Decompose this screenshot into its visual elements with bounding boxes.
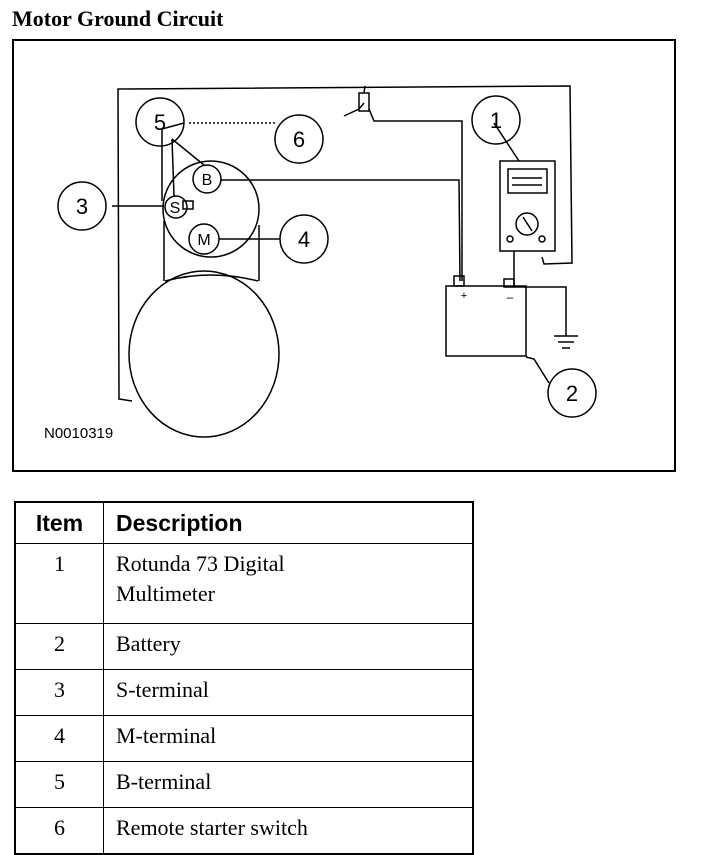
m-terminal-letter: M — [197, 232, 210, 249]
b-terminal-letter: B — [202, 172, 213, 189]
starter-motor-body — [128, 270, 280, 438]
switch-button — [363, 85, 366, 94]
table-cell-description: S-terminal — [103, 669, 474, 716]
switch-to-battery-wire — [368, 108, 463, 281]
table-row: 1 Rotunda 73 Digital Multimeter — [14, 543, 474, 624]
table-row: 3 S-terminal — [14, 669, 474, 716]
s-terminal-connector — [182, 200, 194, 210]
starter-solenoid — [162, 160, 260, 258]
switch-lead — [343, 102, 365, 117]
battery-negative-post — [503, 278, 515, 288]
multimeter-display — [507, 168, 548, 194]
leader-5 — [171, 138, 175, 197]
callout-1 — [471, 95, 521, 145]
table-row: 6 Remote starter switch — [14, 807, 474, 855]
table-cell-item: 3 — [14, 669, 104, 716]
callout-3 — [57, 181, 107, 231]
callout-2-number: 2 — [566, 381, 578, 406]
table-cell-item: 1 — [14, 543, 104, 624]
battery-positive-sign: + — [461, 290, 467, 302]
callout-5-number: 5 — [154, 110, 166, 135]
table-cell-item: 2 — [14, 623, 104, 670]
legend-header-item: Item — [14, 501, 104, 544]
table-row: 2 Battery — [14, 623, 474, 670]
legend-header-description: Description — [103, 501, 474, 544]
wiring-diagram: B S M + – 5 3 6 4 1 2 — [57, 85, 597, 438]
s-terminal-letter: S — [170, 200, 181, 217]
callout-3-number: 3 — [76, 194, 88, 219]
legend-header-row: Item Description — [14, 501, 474, 544]
ground-wire — [514, 286, 567, 336]
callout-2 — [547, 368, 597, 418]
table-cell-description: Battery — [103, 623, 474, 670]
diagram-frame: B S M + – 5 3 6 4 1 2 N0010319 — [12, 39, 676, 472]
b-terminal — [192, 164, 222, 194]
leader-2 — [525, 356, 550, 384]
callout-6 — [274, 114, 324, 164]
table-row: 4 M-terminal — [14, 715, 474, 762]
table-cell-item: 6 — [14, 807, 104, 855]
callout-5 — [135, 97, 185, 147]
b-to-battery-wire — [221, 179, 461, 282]
solenoid-neck — [164, 274, 259, 282]
s-terminal — [164, 195, 188, 219]
callout-6-number: 6 — [293, 127, 305, 152]
multimeter-dial-pointer — [522, 216, 533, 232]
multimeter — [499, 160, 556, 252]
battery-positive-post — [453, 275, 465, 287]
table-row: 5 B-terminal — [14, 761, 474, 808]
switch-lead-s — [161, 122, 185, 201]
figure-id: N0010319 — [44, 425, 114, 442]
callout-1-number: 1 — [490, 108, 502, 133]
table-cell-description: B-terminal — [103, 761, 474, 808]
battery — [445, 285, 527, 357]
leader-5 — [171, 138, 205, 166]
battery-negative-sign: – — [507, 290, 514, 304]
table-cell-description: Rotunda 73 Digital Multimeter — [103, 543, 474, 624]
callout-4 — [279, 214, 329, 264]
multimeter-dial — [515, 212, 539, 236]
multimeter-jack — [538, 235, 546, 243]
callout-4-number: 4 — [298, 227, 310, 252]
table-cell-item: 5 — [14, 761, 104, 808]
legend-table: Item Description 1 Rotunda 73 Digital Mu… — [14, 501, 474, 855]
table-cell-description: Remote starter switch — [103, 807, 474, 855]
multimeter-jack — [506, 235, 514, 243]
ground-loop-wire — [117, 85, 573, 402]
table-cell-description: M-terminal — [103, 715, 474, 762]
table-cell-item: 4 — [14, 715, 104, 762]
page-title: Motor Ground Circuit — [12, 6, 224, 31]
